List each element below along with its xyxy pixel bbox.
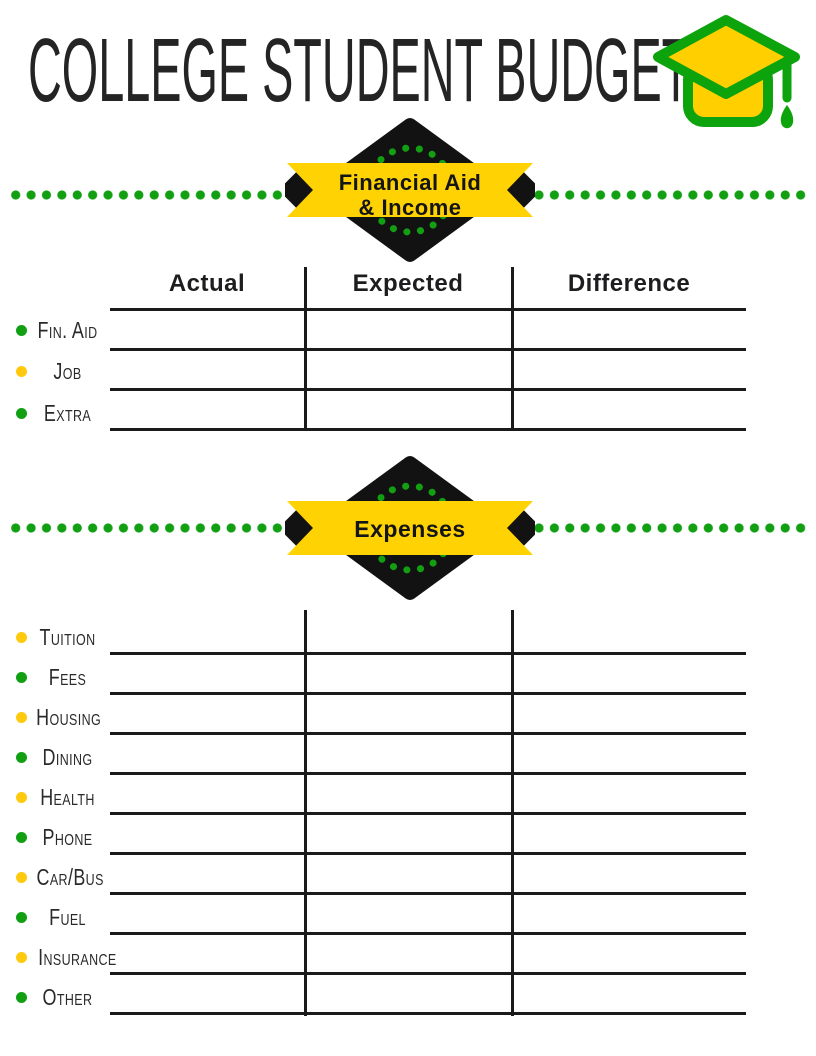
row-label-text: Car/Bus — [36, 863, 104, 890]
grid-line-h — [110, 348, 746, 351]
banner-title-line1: Financial Aid — [339, 170, 482, 195]
row-label-insurance: Insurance — [13, 944, 116, 970]
row-label-text: Other — [42, 983, 93, 1010]
grid-line-h — [110, 732, 746, 735]
row-label-phone: Phone — [13, 823, 108, 850]
row-label-text: Fees — [48, 663, 87, 690]
bullet-dot — [16, 365, 27, 377]
bullet-dot — [16, 911, 27, 923]
ribbon — [287, 501, 533, 555]
row-label-health: Health — [13, 783, 108, 810]
row-label-text: Extra — [43, 399, 92, 426]
row-label-car-bus: Car/Bus — [13, 863, 108, 890]
bullet-dot — [16, 831, 27, 843]
grid-line-h — [110, 932, 746, 935]
banner-expenses: Expenses — [285, 456, 535, 600]
bullet-dot — [16, 324, 27, 336]
column-header-actual: Actual — [168, 270, 246, 297]
bullet-dot — [16, 631, 27, 643]
row-label-dining: Dining — [13, 743, 108, 770]
bullet-dot — [16, 951, 27, 963]
column-header-difference: Difference — [567, 270, 691, 297]
graduation-cap-icon — [653, 15, 800, 129]
row-label-text: Phone — [42, 823, 93, 850]
column-header-expected: Expected — [352, 270, 464, 297]
bullet-dot — [16, 711, 27, 723]
grid-line-h — [110, 892, 746, 895]
grid-line-h — [110, 692, 746, 695]
bullet-dot — [16, 671, 27, 683]
bullet-dot — [16, 991, 27, 1003]
row-label-text: Health — [40, 783, 95, 810]
grid-line-h — [110, 652, 746, 655]
row-label-tuition: Tuition — [13, 623, 108, 650]
row-label-text: Fin. Aid — [37, 316, 98, 343]
row-label-text: Tuition — [39, 623, 96, 650]
row-label-text: Housing — [36, 703, 102, 730]
row-label-text: Insurance — [38, 943, 117, 970]
row-label-housing: Housing — [13, 703, 108, 730]
grid-line-h — [110, 1012, 746, 1015]
grid-line-h — [110, 972, 746, 975]
grid-line-h — [110, 308, 746, 311]
row-label-fuel: Fuel — [13, 903, 108, 930]
ribbon — [287, 163, 533, 217]
bullet-dot — [16, 407, 27, 419]
row-label-fees: Fees — [13, 663, 108, 690]
bullet-dot — [16, 791, 27, 803]
page-title: COLLEGE STUDENT BUDGET — [28, 21, 691, 121]
grid-line-h — [110, 428, 746, 431]
grid-line-h — [110, 852, 746, 855]
bullet-dot — [16, 871, 27, 883]
grid-line-h — [110, 812, 746, 815]
row-label-extra: Extra — [13, 399, 108, 426]
row-label-text: Dining — [42, 743, 93, 770]
bullet-dot — [16, 751, 27, 763]
row-label-text: Fuel — [49, 903, 86, 930]
banner-income: Financial Aid & Income — [285, 118, 535, 262]
banner-title-line1: Expenses — [354, 516, 465, 542]
row-label-text: Job — [53, 357, 82, 384]
row-label-fin-aid: Fin. Aid — [13, 316, 108, 343]
banner-title-line2: & Income — [358, 195, 461, 220]
grid-line-h — [110, 772, 746, 775]
row-label-other: Other — [13, 983, 108, 1010]
row-label-job: Job — [13, 357, 108, 384]
grid-line-h — [110, 388, 746, 391]
